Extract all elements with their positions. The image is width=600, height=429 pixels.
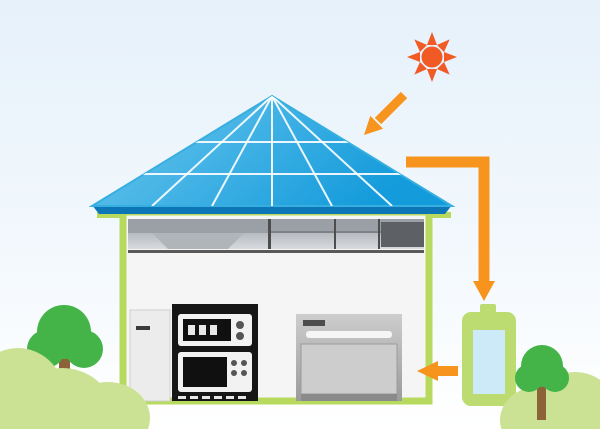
button-mark [238,396,246,399]
floor-slab-line [128,250,424,253]
oven-button [231,370,237,376]
cabinet-handle [136,326,150,330]
upper-windows [128,219,424,253]
dark-window-pane [381,222,424,247]
tree-trunk [537,382,546,420]
control-knob [236,332,244,340]
dishwasher-control [303,320,325,326]
button-mark [214,396,222,399]
sun-rays [407,32,457,82]
roof-fascia [92,205,452,214]
dishwasher-kickplate [301,394,397,401]
sun-icon [407,32,457,82]
display-screen [183,319,231,341]
sun-ray [444,52,457,62]
battery-terminal [480,304,496,314]
window-divider [268,219,271,249]
display-digit [199,325,206,335]
panel-grid-line [271,96,333,206]
arrow-head [473,281,495,301]
button-mark [202,396,210,399]
bush-lobe [66,382,150,429]
sun-ray [414,39,428,53]
sun-ray [436,61,450,75]
tall-cabinet [129,309,171,402]
display-digit [188,325,195,335]
arrow-shaft [406,156,490,282]
arrow-sun-to-roof-icon [364,91,408,135]
storage-battery [462,304,516,406]
bush-left [0,348,150,429]
oven-button [241,370,247,376]
oven-button [231,360,237,366]
foliage-circle [65,330,103,368]
kitchen-appliances [129,304,402,402]
sun-ray [414,61,428,75]
dishwasher-handle [306,331,392,338]
dishwasher [296,314,402,401]
sun-ray [436,39,450,53]
panel-grid-line [211,96,273,206]
bush-lobe [560,388,600,429]
solar-panel-roof [88,94,456,214]
panel-grid-line [151,96,273,206]
window-mullion [268,231,424,233]
arrow-head [417,361,438,381]
oven-door-glass [183,357,227,387]
arrow-roof-to-battery-icon [406,156,495,301]
sun-ray [407,52,420,62]
arrow-battery-to-house-icon [417,361,458,381]
panel-grid-line [271,96,393,206]
sun-ray [427,69,437,82]
button-mark [190,396,198,399]
dishwasher-door [300,343,398,395]
oven-unit [172,304,258,401]
button-mark [226,396,234,399]
sun-ray [427,32,437,45]
display-digit [210,325,217,335]
solar-panel-grid [110,96,434,206]
left-vegetation [0,305,150,429]
foliage-circle [541,364,569,392]
battery-cell [473,330,505,394]
sun-core [421,46,443,68]
oven-button [241,360,247,366]
foliage-circle [515,364,543,392]
button-mark [178,396,186,399]
window-divider [334,219,336,249]
right-vegetation [500,345,600,429]
arrow-head [364,115,384,135]
range-hood [152,233,244,249]
window-divider [378,219,380,249]
house [97,208,451,405]
window-transom [128,219,424,233]
control-knob [236,321,244,329]
arrow-shaft [374,91,408,125]
tree-right-foliage [515,345,569,392]
